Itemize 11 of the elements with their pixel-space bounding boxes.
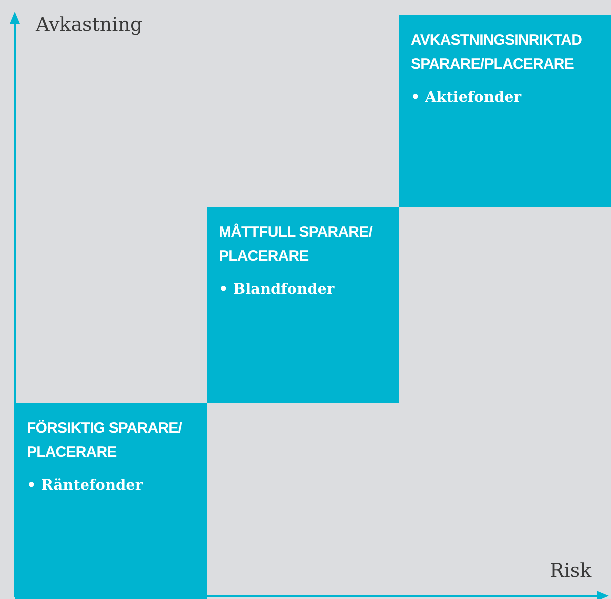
fund-item: • Aktiefonder — [411, 88, 523, 108]
profile-heading: MÅTTFULL SPARARE/ PLACERARE — [219, 222, 374, 267]
axis-label: Risk — [550, 560, 592, 582]
profile-heading: AVKASTNINGSINRIKTAD SPARARE/PLACERARE — [411, 31, 584, 75]
fund-item: • Räntefonder — [27, 476, 144, 496]
axis-label: Avkastning — [36, 14, 143, 36]
profile-heading: FÖRSIKTIG SPARARE/ PLACERARE — [27, 419, 184, 463]
fund-item: • Blandfonder — [219, 280, 336, 300]
profile-box — [207, 207, 399, 403]
profile-box — [399, 15, 611, 207]
profile-box — [15, 403, 207, 599]
